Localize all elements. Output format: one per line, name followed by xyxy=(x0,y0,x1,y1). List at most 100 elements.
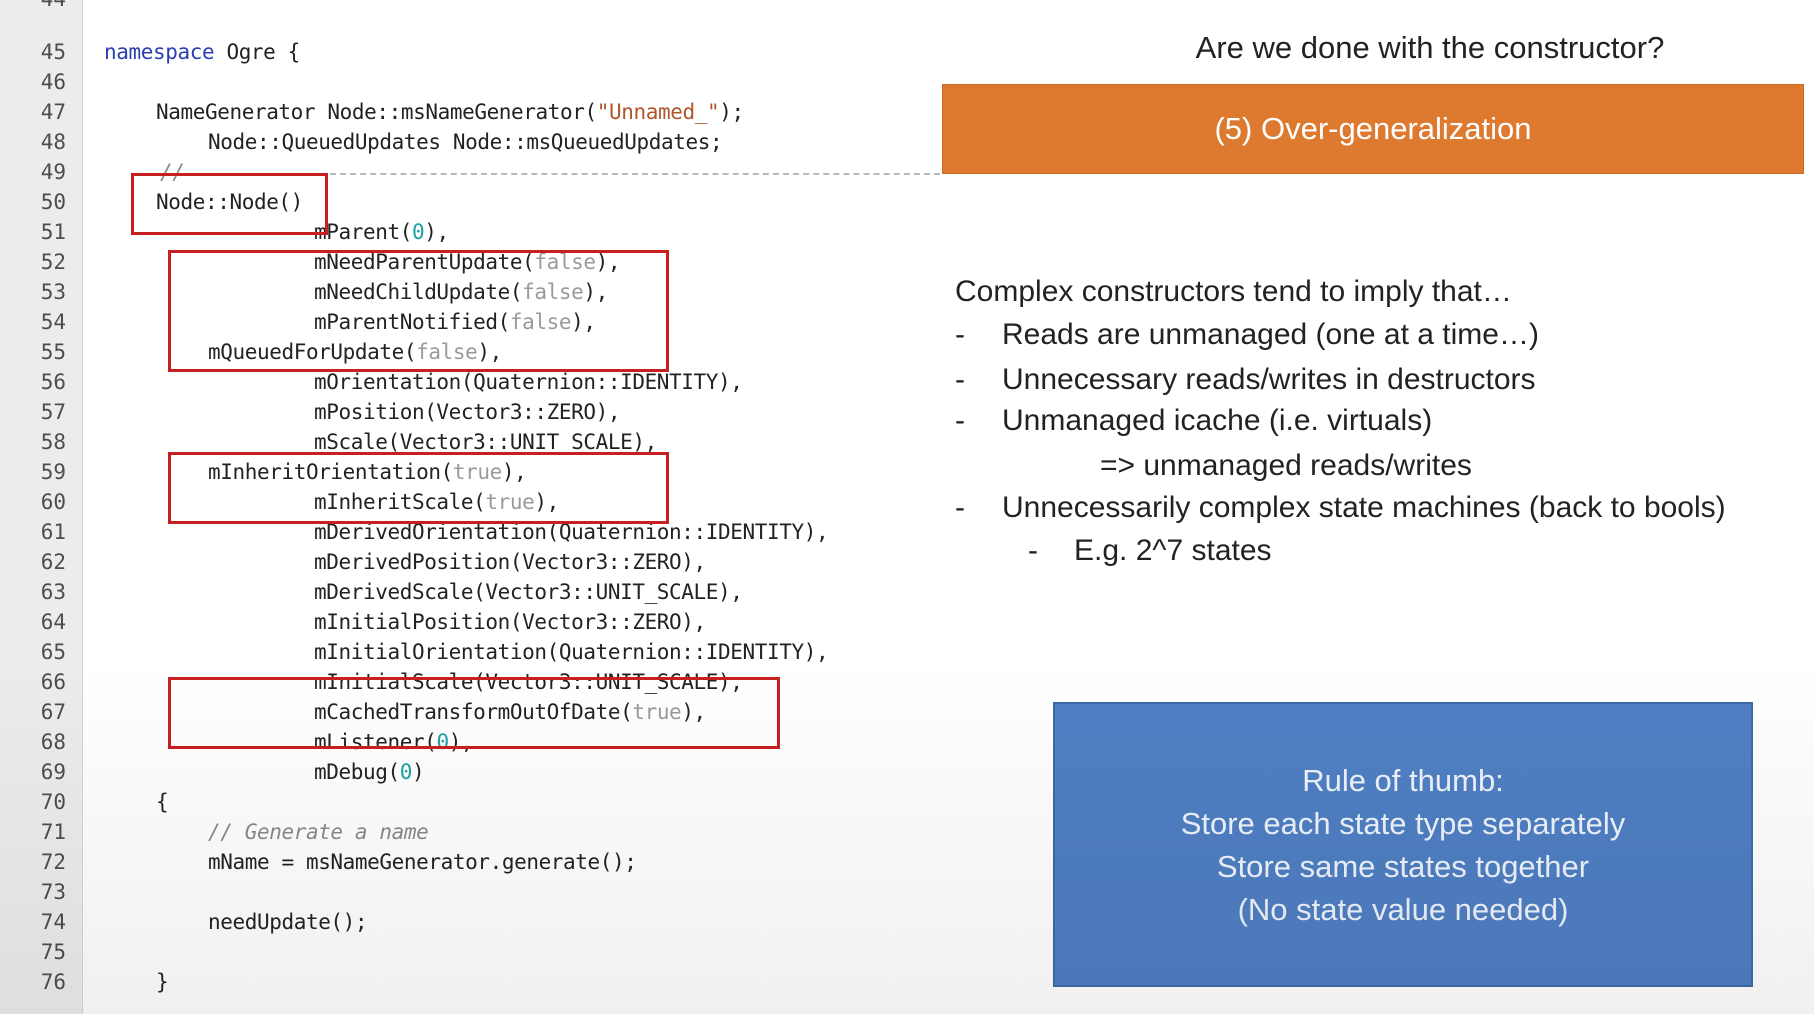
code-line-67: mCachedTransformOutOfDate(true), xyxy=(314,697,706,727)
code-line-62: mDerivedPosition(Vector3::ZERO), xyxy=(314,550,706,574)
code-line-61: mDerivedOrientation(Quaternion::IDENTITY… xyxy=(314,520,829,544)
bool-literal: false xyxy=(416,340,478,364)
code-line-58: mScale(Vector3::UNIT_SCALE), xyxy=(314,430,657,454)
code-line-54: mParentNotified(false), xyxy=(314,307,596,337)
line-number: 61 xyxy=(40,520,66,544)
rule-line: Store same states together xyxy=(1216,848,1590,884)
line-number: 70 xyxy=(40,790,66,814)
number-literal: 0 xyxy=(399,760,413,784)
bool-literal: false xyxy=(534,250,596,274)
code-text: mParent( xyxy=(314,220,412,244)
code-line-52: mNeedParentUpdate(false), xyxy=(314,247,621,277)
bool-literal: true xyxy=(632,700,682,724)
line-number: 72 xyxy=(40,850,66,874)
code-text: mQueuedForUpdate( xyxy=(208,340,417,364)
highlight-box-constructor xyxy=(131,173,328,235)
code-line-63: mDerivedScale(Vector3::UNIT_SCALE), xyxy=(314,580,743,604)
rule-title: Rule of thumb: xyxy=(1302,762,1504,798)
highlight-box-update-flags xyxy=(168,250,669,372)
line-number: 68 xyxy=(40,730,66,754)
code-text: ), xyxy=(681,700,706,724)
code-text: ), xyxy=(477,340,502,364)
bool-literal: true xyxy=(485,490,535,514)
code-text: mInheritScale( xyxy=(314,490,486,514)
rule-line: Store each state type separately xyxy=(1180,805,1626,841)
line-number: 75 xyxy=(40,940,66,964)
line-number: 59 xyxy=(40,460,66,484)
bullet-dash: - xyxy=(955,404,965,437)
line-number: 52 xyxy=(40,250,66,274)
code-line-49: // xyxy=(160,160,185,184)
bullet-intro: Complex constructors tend to imply that… xyxy=(955,275,1512,308)
code-text: mNeedChildUpdate( xyxy=(314,280,523,304)
highlight-box-cached-transform xyxy=(168,677,780,749)
bullet-text: Unnecessary reads/writes in destructors xyxy=(1002,363,1536,396)
code-text: ), xyxy=(571,310,596,334)
line-number: 54 xyxy=(40,310,66,334)
code-text: ), xyxy=(534,490,559,514)
bool-literal: false xyxy=(522,280,584,304)
code-line-72: mName = msNameGenerator.generate(); xyxy=(208,850,637,874)
code-text: mInheritOrientation( xyxy=(208,460,453,484)
code-line-71: // Generate a name xyxy=(208,820,429,844)
slide-question: Are we done with the constructor? xyxy=(1195,30,1665,65)
code-line-76: } xyxy=(156,970,169,994)
bullet-dash: - xyxy=(955,363,965,396)
code-text: mListener( xyxy=(314,730,437,754)
section-banner-label: (5) Over-generalization xyxy=(1214,111,1532,146)
line-number: 55 xyxy=(40,340,66,364)
code-line-70: { xyxy=(156,790,169,814)
code-text: mCachedTransformOutOfDate( xyxy=(314,700,633,724)
line-number: 63 xyxy=(40,580,66,604)
bullet-text: Unnecessarily complex state machines (ba… xyxy=(1002,491,1726,524)
section-banner: (5) Over-generalization xyxy=(942,84,1804,174)
code-text: NameGenerator Node::msNameGenerator( xyxy=(156,100,597,124)
line-number: 45 xyxy=(40,40,66,64)
line-number: 51 xyxy=(40,220,66,244)
code-line-50: Node::Node() xyxy=(156,190,303,214)
line-number: 58 xyxy=(40,430,66,454)
line-number: 71 xyxy=(40,820,66,844)
code-line-47: NameGenerator Node::msNameGenerator("Unn… xyxy=(156,97,744,127)
code-line-60: mInheritScale(true), xyxy=(314,487,559,517)
keyword-namespace: namespace xyxy=(104,40,215,64)
code-line-48: Node::QueuedUpdates Node::msQueuedUpdate… xyxy=(208,130,723,154)
bullet-text: E.g. 2^7 states xyxy=(1074,534,1272,567)
bullet-text: Reads are unmanaged (one at a time…) xyxy=(1002,318,1539,351)
bullet-text: Unmanaged icache (i.e. virtuals) xyxy=(1002,404,1433,437)
code-text: ), xyxy=(595,250,621,274)
code-text: ), xyxy=(583,280,608,304)
line-number: 69 xyxy=(40,760,66,784)
dashed-separator xyxy=(330,173,940,175)
line-number: 73 xyxy=(40,880,66,904)
code-line-51: mParent(0), xyxy=(314,217,449,247)
code-line-74: needUpdate(); xyxy=(208,910,368,934)
bullet-dash: - xyxy=(955,318,965,351)
bullet-dash: - xyxy=(955,491,965,524)
line-number: 66 xyxy=(40,670,66,694)
code-text: Ogre { xyxy=(214,40,300,64)
code-text: ), xyxy=(501,460,527,484)
line-number-gutter xyxy=(0,0,83,1014)
line-number: 56 xyxy=(40,370,66,394)
line-number: 53 xyxy=(40,280,66,304)
line-number: 65 xyxy=(40,640,66,664)
code-line-57: mPosition(Vector3::ZERO), xyxy=(314,400,621,424)
line-number: 47 xyxy=(40,100,66,124)
line-number: 67 xyxy=(40,700,66,724)
line-number: 57 xyxy=(40,400,66,424)
line-number: 74 xyxy=(40,910,66,934)
line-number: 60 xyxy=(40,490,66,514)
code-line-68: mListener(0), xyxy=(314,727,474,757)
code-line-45: namespace Ogre { xyxy=(104,37,300,67)
line-number: 62 xyxy=(40,550,66,574)
code-text: mParentNotified( xyxy=(314,310,510,334)
number-literal: 0 xyxy=(411,220,425,244)
line-number: 46 xyxy=(40,70,66,94)
code-line-55: mQueuedForUpdate(false), xyxy=(208,337,502,367)
bullet-subitem-3: => unmanaged reads/writes xyxy=(1100,449,1472,482)
code-text: ), xyxy=(424,220,449,244)
code-line-64: mInitialPosition(Vector3::ZERO), xyxy=(314,610,706,634)
line-number: 49 xyxy=(40,160,66,184)
code-line-69: mDebug(0) xyxy=(314,757,425,787)
